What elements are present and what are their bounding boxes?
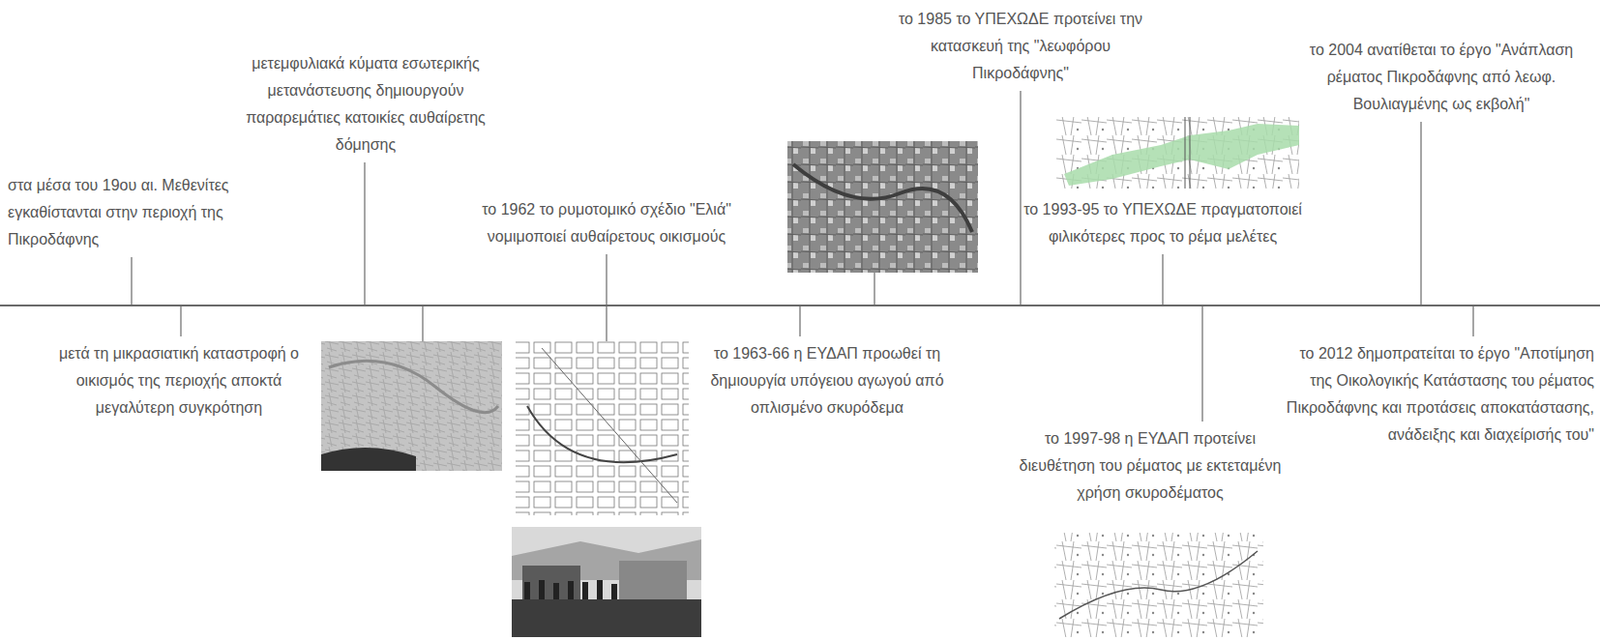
- leader-line: [179, 305, 181, 337]
- street-plan: [515, 341, 689, 516]
- timeline-note: το 1997-98 η ΕΥΔΑΠ προτείνει διευθέτηση …: [1009, 425, 1291, 507]
- leader-line: [1201, 305, 1203, 422]
- historic-photo: [321, 341, 503, 472]
- timeline-note: το 1963-66 η ΕΥΔΑΠ προωθεί τη δημιουργία…: [691, 340, 963, 422]
- timeline-note: μετεμφυλιακά κύματα εσωτερικής μετανάστε…: [220, 50, 511, 159]
- timeline-note: το 1962 το ρυμοτομικό σχέδιο "Ελιά" νομι…: [446, 196, 767, 251]
- leader-line: [1161, 254, 1163, 306]
- leader-line: [1472, 305, 1474, 337]
- leader-line: [421, 305, 423, 342]
- leader-line: [130, 257, 132, 306]
- timeline-note: το 2012 δημοπρατείται το έργο "Αποτίμηση…: [1274, 340, 1595, 449]
- timeline-note: μετά τη μικρασιατική καταστροφή ο οικισμ…: [40, 340, 318, 422]
- timeline-note: το 1993-95 το ΥΠΕΧΩΔΕ πραγματοποιεί φιλι…: [1007, 196, 1318, 251]
- timeline-note: στα μέσα του 19ου αι. Μεθενίτες εγκαθίστ…: [7, 172, 271, 254]
- regulation-map: [1054, 533, 1264, 638]
- settlement-photo: [511, 527, 702, 638]
- leader-line: [873, 272, 875, 306]
- leader-line: [605, 254, 607, 342]
- leader-line: [799, 305, 800, 337]
- stream-map: [1056, 117, 1300, 189]
- leader-line: [363, 162, 365, 306]
- leader-line: [1420, 121, 1422, 306]
- aerial-photo: [787, 141, 978, 273]
- timeline-note: το 2004 ανατίθεται το έργο "Ανάπλαση ρέμ…: [1301, 36, 1582, 119]
- leader-line: [1019, 90, 1021, 306]
- timeline-note: το 1985 το ΥΠΕΧΩΔΕ προτείνει την κατασκε…: [885, 5, 1156, 88]
